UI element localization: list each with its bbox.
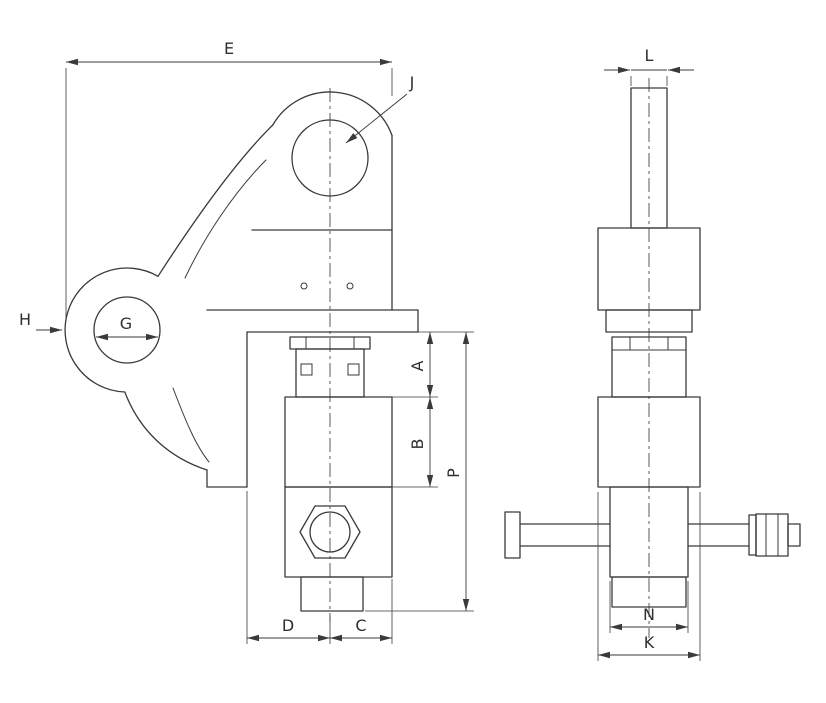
dim-label-k: K (644, 633, 655, 652)
dimensions-side: L N K (597, 46, 701, 661)
hex-screw-head (299, 505, 361, 559)
side-lug-hole (93, 296, 161, 364)
dim-label-g: G (120, 314, 132, 333)
dimension-A: A (392, 331, 474, 398)
side-view (504, 78, 801, 638)
top-lug-hole (291, 119, 369, 197)
dim-label-n: N (643, 605, 655, 624)
dim-label-h: H (19, 310, 31, 329)
dim-label-e: E (224, 39, 234, 58)
cross-screw (504, 511, 801, 559)
dimension-K: K (597, 492, 701, 661)
dim-label-l: L (645, 46, 654, 65)
dim-label-c: C (355, 616, 366, 635)
dimension-D: D (246, 491, 331, 644)
dim-label-j: J (409, 73, 415, 92)
hex-nut (755, 513, 789, 557)
dimension-N: N (609, 581, 689, 633)
dimension-B: B (392, 397, 438, 488)
dimensions-front: E J H G A B (19, 39, 474, 644)
front-view (64, 88, 419, 622)
dimension-P: P (365, 332, 474, 612)
dimension-E: E (65, 39, 393, 318)
dimension-J: J (345, 73, 415, 144)
dimension-L: L (604, 46, 694, 86)
dim-label-d: D (282, 616, 294, 635)
dimension-C: C (330, 579, 393, 644)
dimension-H: H (19, 310, 62, 334)
dimension-G: G (96, 314, 158, 341)
dim-label-b: B (408, 439, 427, 450)
dim-label-p: P (444, 468, 463, 478)
dim-label-a: A (408, 360, 427, 371)
